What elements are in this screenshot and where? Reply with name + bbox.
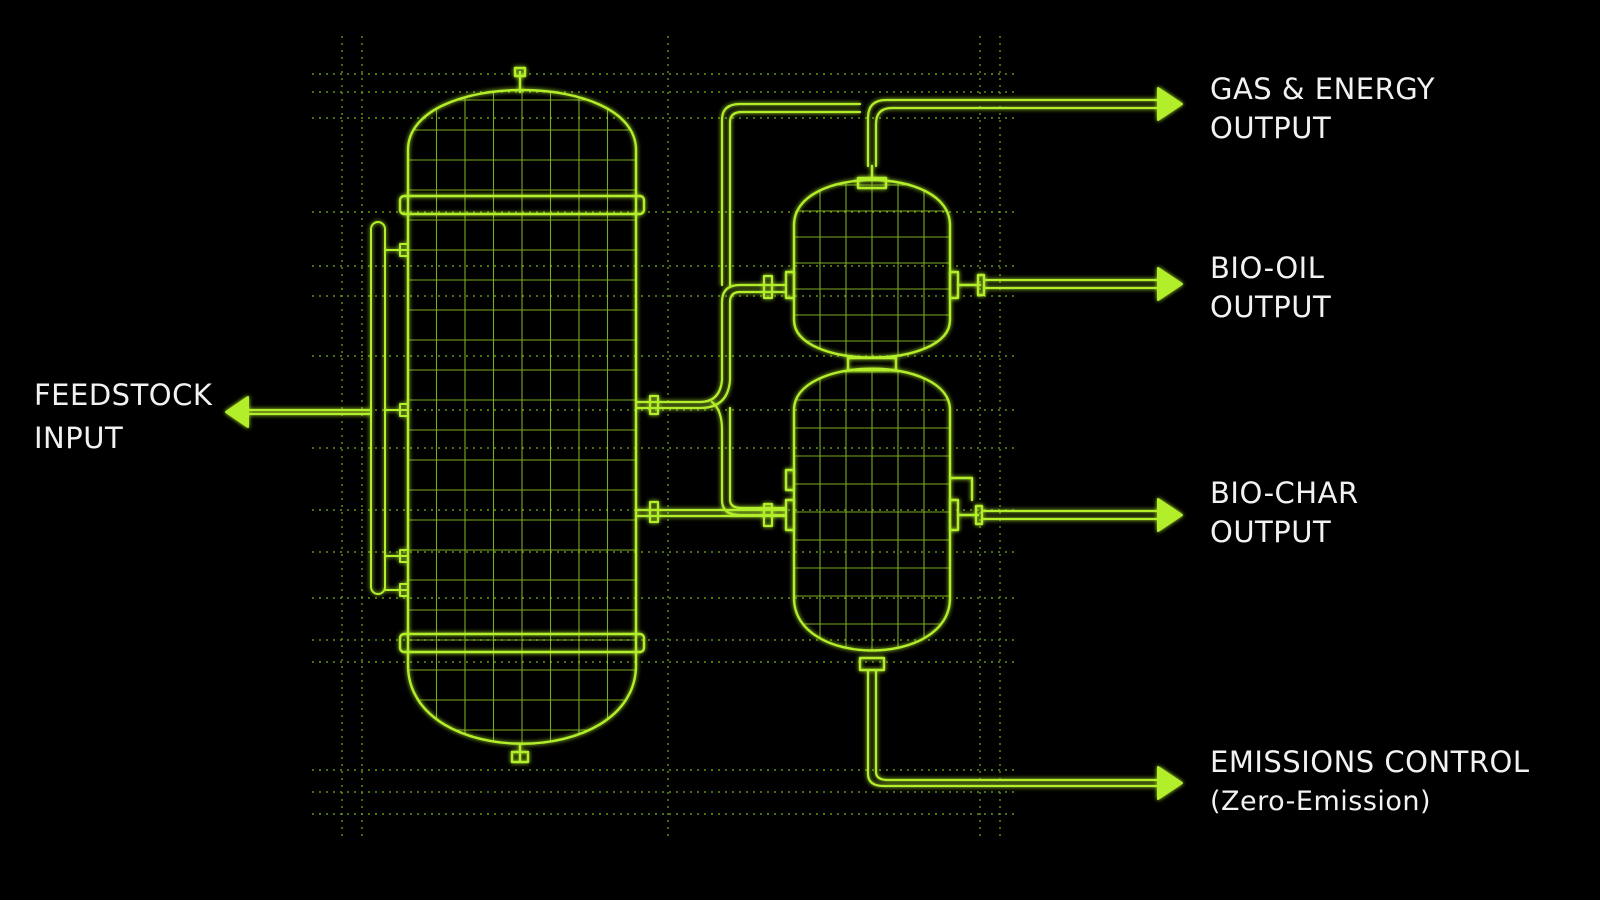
vessel-connecting-neck [846,356,898,372]
feedstock-arrow-icon [225,396,249,428]
gas-energy-output-label: GAS & ENERGY OUTPUT [1210,70,1435,148]
gas-label-line1: GAS & ENERGY [1210,72,1436,106]
emissions-label-line2: (Zero-Emission) [1210,786,1432,817]
gas-label-line2: OUTPUT [1210,111,1332,145]
gas-output-arrow-icon [1157,87,1183,121]
bio-oil-output-arrow-icon [1157,267,1183,301]
flow-arrowheads [225,87,1183,800]
feedstock-input-label: FEEDSTOCK INPUT [34,374,212,460]
bio-oil-label-line1: BIO-OIL [1210,251,1325,285]
bio-char-output-arrow-icon [1157,498,1183,532]
emissions-control-label: EMISSIONS CONTROL (Zero-Emission) [1210,743,1530,821]
dotted-construction-grid [312,36,1016,836]
feedstock-label-line1: FEEDSTOCK [34,378,213,412]
pyrolysis-reactor-vessel [398,66,646,764]
emissions-label-line1: EMISSIONS CONTROL [1210,745,1530,779]
bio-char-label-line1: BIO-CHAR [1210,476,1359,510]
feedstock-label-line2: INPUT [34,421,124,455]
emissions-output-arrow-icon [1157,766,1183,800]
bio-char-label-line2: OUTPUT [1210,515,1332,549]
bio-oil-condenser-vessel [784,164,986,359]
bio-char-collector-vessel [784,367,984,672]
bio-oil-label-line2: OUTPUT [1210,290,1332,324]
bio-char-output-label: BIO-CHAR OUTPUT [1210,474,1359,552]
bio-oil-output-label: BIO-OIL OUTPUT [1210,249,1331,327]
reactor-sight-glass [370,221,409,597]
process-piping [244,98,1162,788]
